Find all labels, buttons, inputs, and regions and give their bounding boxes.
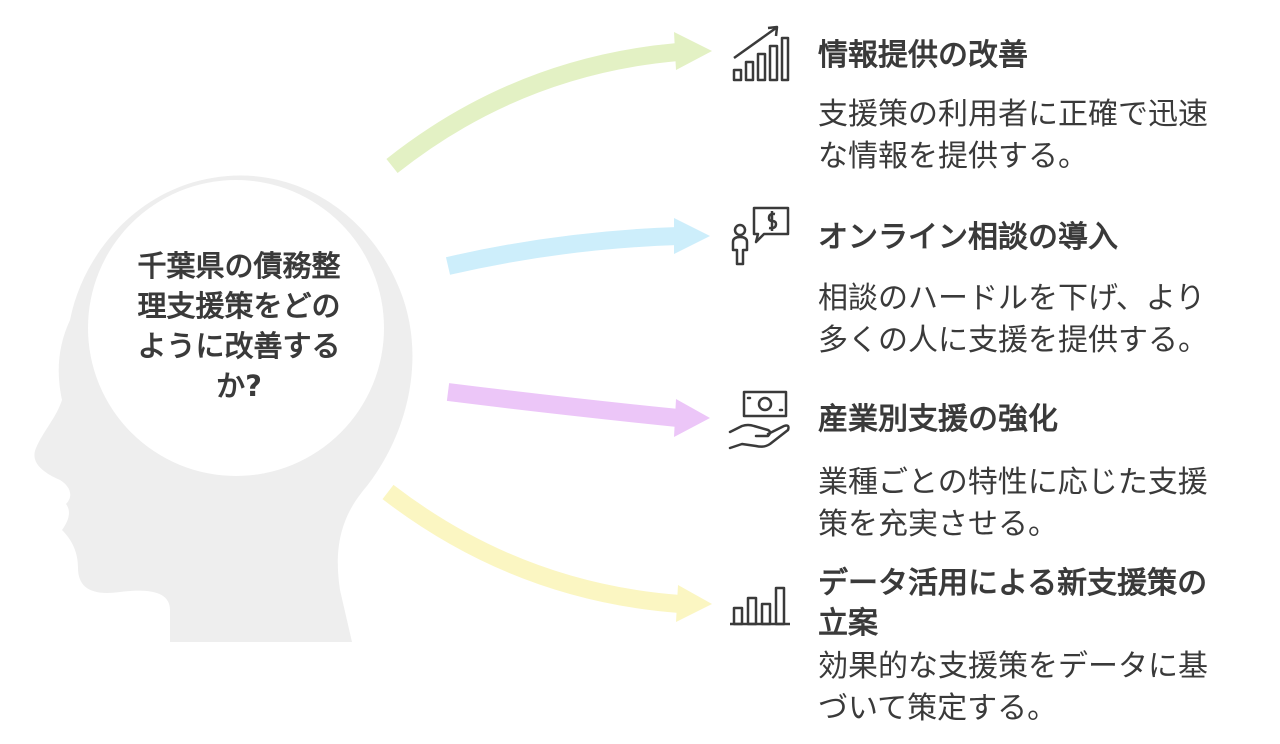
item-2-description: 相談のハードルを下げ、より 多くの人に支援を提供する。 (818, 281, 1208, 358)
arrow-3-head (674, 399, 710, 437)
arrow-4-head (676, 585, 712, 622)
head-inner-circle (88, 180, 384, 476)
arrow-3 (446, 383, 710, 437)
hand-money-icon (728, 390, 790, 450)
item-3-title: 産業別支援の強化 (818, 402, 1058, 437)
arrow-2 (445, 218, 710, 275)
growth-chart-icon (732, 25, 790, 82)
item-1-title: 情報提供の改善 (818, 38, 1028, 73)
arrow-1 (386, 32, 712, 174)
central-question: 千葉県の債務整 理支援策をどの ように改善する か? (137, 249, 341, 403)
arrow-3-shaft (446, 383, 679, 427)
arrow-1-shaft (386, 43, 679, 174)
arrow-4 (382, 484, 712, 622)
arrow-1-head (674, 32, 712, 70)
arrow-2-head (674, 218, 710, 254)
item-3-description: 業種ごとの特性に応じた支援 策を充実させる。 (818, 465, 1208, 542)
item-4-description: 効果的な支援策をデータに基 づいて策定する。 (818, 649, 1208, 726)
item-1-description: 支援策の利用者に正確で迅速 な情報を提供する。 (818, 97, 1208, 174)
arrow-4-shaft (382, 484, 681, 613)
item-4-title: データ活用による新支援策の 立案 (818, 566, 1208, 641)
arrow-2-shaft (445, 227, 679, 275)
person-dollar-chat-icon (731, 206, 790, 266)
bar-chart-icon (730, 586, 790, 626)
item-2-title: オンライン相談の導入 (818, 220, 1118, 255)
